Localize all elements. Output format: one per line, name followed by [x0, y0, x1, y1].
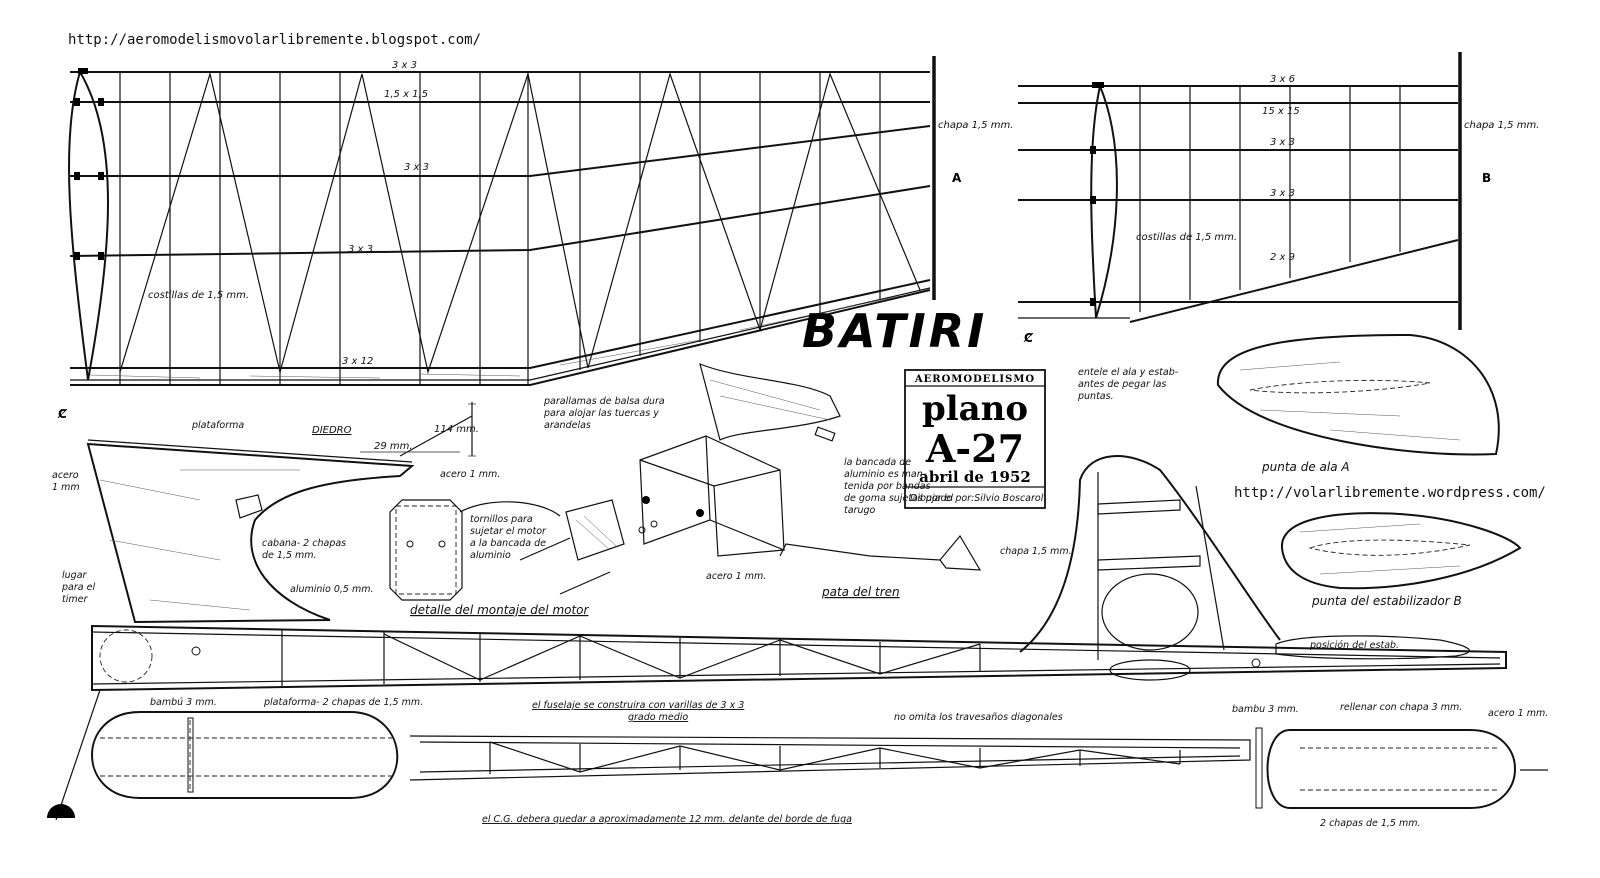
blog-url: http://aeromodelismovolarlibremente.blog…	[68, 32, 481, 48]
plan-box-header: AEROMODELISMO	[914, 374, 1035, 385]
stab-tip-label: chapa 1,5 mm.	[1464, 120, 1539, 131]
dihedral-diagram	[360, 402, 476, 457]
acero-tren-label: acero 1 mm.	[706, 571, 766, 582]
stab-spar-4-label: 3 x 3	[1270, 188, 1295, 199]
chapa-fin-label: chapa 1,5 mm.	[1000, 546, 1072, 557]
wing-tip-outline	[1216, 333, 1500, 456]
plan-info-box	[904, 369, 1046, 509]
acero-tail-label: acero 1 mm.	[1488, 708, 1548, 719]
fuselaje-note-2: grado medio	[628, 712, 688, 723]
aluminio-label: aluminio 0,5 mm.	[290, 584, 374, 595]
travesanos-label: no omita los travesaños diagonales	[894, 712, 1063, 723]
stab-ribs-label: costillas de 1,5 mm.	[1136, 232, 1237, 243]
posicion-label: posición del estab.	[1309, 640, 1399, 651]
fuselage-top-view	[47, 711, 1548, 818]
fuselaje-note-1: el fuselaje se construira con varillas d…	[532, 700, 744, 711]
wing-ribs-label: costillas de 1,5 mm.	[148, 290, 249, 301]
plataforma-2-label: plataforma- 2 chapas de 1,5 mm.	[263, 697, 423, 708]
stab-centerline: Ȼ	[1023, 331, 1034, 345]
plan-box-date: abril de 1952	[919, 468, 1031, 486]
bambu-right-label: bambu 3 mm.	[1232, 704, 1299, 715]
motor-mount-detail	[389, 363, 982, 601]
dihedral-height: 114 mm.	[434, 424, 479, 435]
stab-spar-top-label: 3 x 6	[1270, 74, 1295, 85]
wordpress-url: http://volarlibremente.wordpress.com/	[1234, 485, 1546, 501]
wing-spar-4-label: 3 x 3	[348, 244, 373, 255]
wing-spar-2-label: 1,5 x 1,5	[384, 89, 428, 100]
rellenar-label: rellenar con chapa 3 mm.	[1340, 702, 1462, 713]
stab-spar-2-label: 15 x 15	[1262, 106, 1300, 117]
chapas-tail-label: 2 chapas de 1,5 mm.	[1320, 818, 1421, 829]
plan-title: BATIRI	[802, 304, 987, 358]
plataforma-label: plataforma	[191, 420, 244, 431]
stab-spar-3-label: 3 x 3	[1270, 137, 1295, 148]
stab-tip-outline	[1280, 512, 1522, 590]
tren-caption: pata del tren	[821, 585, 900, 599]
bambu-left-label: bambú 3 mm.	[150, 697, 217, 708]
stab-trailing-label: 2 x 9	[1270, 252, 1295, 263]
wing-section-letter: A	[952, 171, 962, 185]
dihedral-label: DIEDRO	[312, 425, 352, 436]
wing-tip-caption: punta de ala A	[1261, 460, 1350, 474]
dihedral-run: 29 mm.	[374, 441, 413, 452]
cg-note: el C.G. debera quedar a aproximadamente …	[482, 814, 852, 825]
wing-spar-top-label: 3 x 3	[392, 60, 417, 71]
entele-note: entele el ala y estab-antes de pegar las…	[1077, 367, 1179, 402]
wing-tip-label: chapa 1,5 mm.	[938, 120, 1013, 131]
motor-caption: detalle del montaje del motor	[410, 603, 590, 617]
stab-tip-caption: punta del estabilizador B	[1311, 594, 1462, 608]
stab-section-letter: B	[1482, 171, 1491, 185]
plan-box-credit: Dibujado por:Silvio Boscarol	[910, 493, 1044, 504]
wing-spar-3-label: 3 x 3	[404, 162, 429, 173]
wing-centerline: Ȼ	[57, 407, 68, 421]
fuselage-side-view	[55, 439, 1507, 821]
wing-panel-drawing	[67, 56, 936, 386]
plan-box-line1: plano	[922, 389, 1028, 429]
stab-panel-drawing	[1018, 52, 1462, 330]
plan-box-number: A-27	[925, 426, 1024, 471]
acero-ro-label: acero 1 mm.	[440, 469, 500, 480]
wing-trailing-label: 3 x 12	[342, 356, 373, 367]
